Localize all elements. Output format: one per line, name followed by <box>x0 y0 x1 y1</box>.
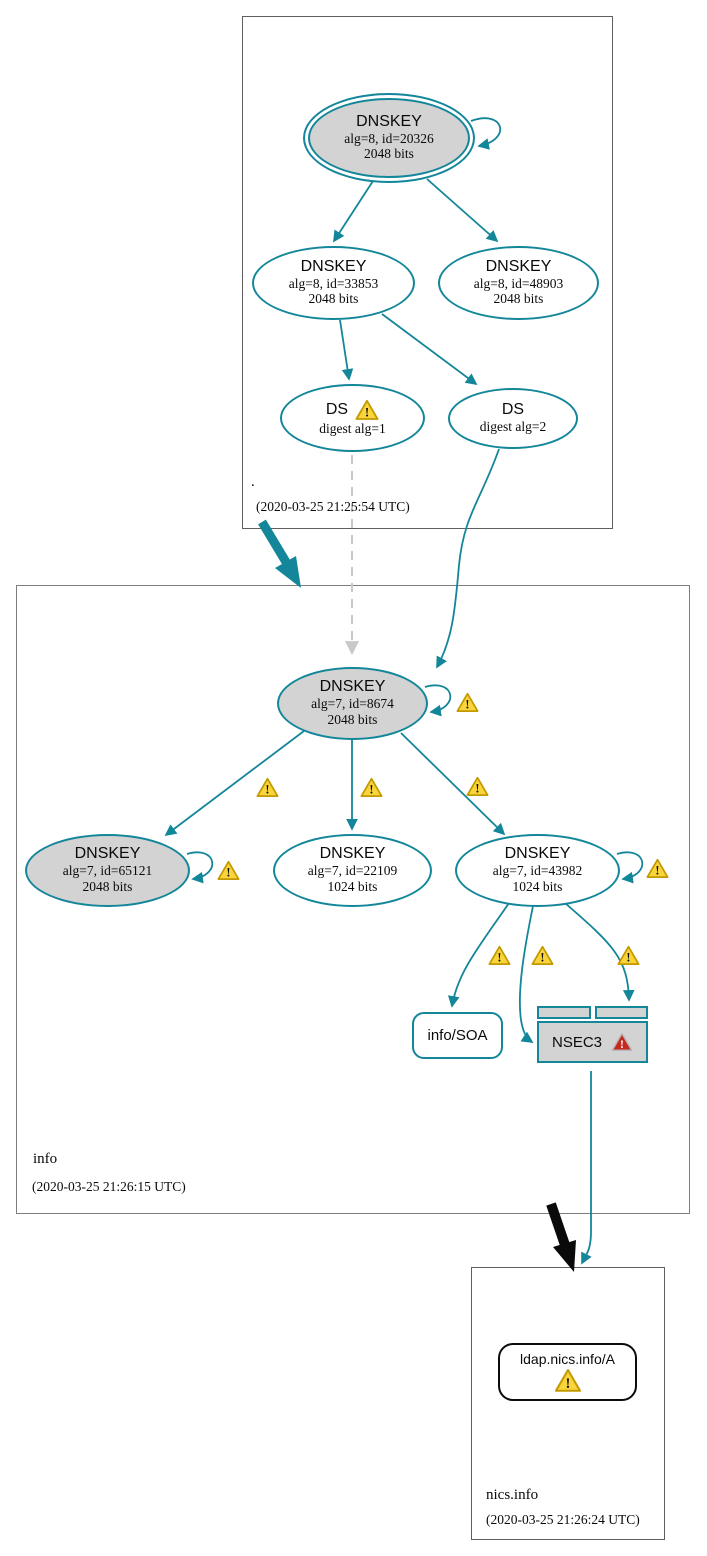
warning-icon: ! <box>217 860 240 881</box>
node-detail: 2048 bits <box>364 146 414 162</box>
node-detail: alg=8, id=48903 <box>473 275 564 291</box>
edge-root-to-info-thick <box>258 519 290 565</box>
zone-timestamp-nics-info: (2020-03-25 21:26:24 UTC) <box>486 1512 640 1527</box>
node-root-ksk-20326[interactable]: DNSKEY alg=8, id=20326 2048 bits <box>303 93 475 183</box>
node-detail: 1024 bits <box>327 878 378 894</box>
warning-icon: ! <box>256 777 279 798</box>
svg-text:!: ! <box>497 951 501 965</box>
node-title: DS <box>501 401 525 419</box>
nsec3-tab-right <box>594 1006 648 1019</box>
zone-box-root <box>242 16 613 529</box>
node-nics-ldap-a[interactable]: ldap.nics.info/A ! <box>498 1343 637 1401</box>
edge-ds2-to-info-ksk <box>436 448 500 669</box>
edge-nsec3-to-nics <box>581 1071 592 1265</box>
warning-icon: ! <box>456 692 479 713</box>
node-label: info/SOA <box>427 1027 488 1044</box>
svg-text:!: ! <box>226 866 230 880</box>
edge-8674-to-43982 <box>400 732 506 836</box>
node-title: DNSKEY <box>319 678 386 696</box>
node-detail: 2048 bits <box>82 878 133 894</box>
warning-icon: ! <box>488 945 511 966</box>
edge-43982-selfloop <box>616 851 644 884</box>
node-info-key-22109[interactable]: DNSKEY alg=7, id=22109 1024 bits <box>273 834 432 907</box>
node-detail: 2048 bits <box>493 291 544 307</box>
svg-text:!: ! <box>369 783 373 797</box>
warning-icon: ! <box>617 945 640 966</box>
node-label: ldap.nics.info/A <box>520 1351 615 1367</box>
node-detail: 2048 bits <box>327 711 378 727</box>
node-title: DS <box>325 400 349 418</box>
node-title: DNSKEY <box>504 845 571 863</box>
node-root-zsk-33853[interactable]: DNSKEY alg=8, id=33853 2048 bits <box>252 246 415 320</box>
edge-65121-selfloop <box>186 851 214 884</box>
node-title: DNSKEY <box>300 257 367 275</box>
warning-icon: ! <box>360 777 383 798</box>
error-icon: ! <box>611 1032 633 1051</box>
node-detail: alg=7, id=22109 <box>307 863 398 879</box>
node-root-ds-alg1[interactable]: DS ! digest alg=1 <box>280 384 425 452</box>
node-info-key-43982[interactable]: DNSKEY alg=7, id=43982 1024 bits <box>455 834 620 907</box>
warning-icon: ! <box>531 945 554 966</box>
zone-label-root: . <box>251 474 255 490</box>
node-info-key-65121[interactable]: DNSKEY alg=7, id=65121 2048 bits <box>25 834 190 907</box>
node-detail: 1024 bits <box>512 878 563 894</box>
svg-text:!: ! <box>626 951 630 965</box>
edge-root-ksk-selfloop <box>470 117 502 150</box>
zone-box-nics-info <box>471 1267 665 1540</box>
edge-33853-to-ds2 <box>381 313 478 386</box>
node-detail: digest alg=2 <box>479 419 547 435</box>
edge-info-to-nics-thick-head <box>553 1240 576 1272</box>
warning-icon: ! <box>646 858 669 879</box>
edge-root-ksk-to-48903 <box>426 178 499 243</box>
warning-icon: ! <box>554 1369 581 1392</box>
node-root-zsk-48903[interactable]: DNSKEY alg=8, id=48903 2048 bits <box>438 246 599 320</box>
edge-root-ksk-to-33853 <box>333 180 374 243</box>
warning-icon: ! <box>466 776 489 797</box>
node-root-ds-alg2[interactable]: DS digest alg=2 <box>448 388 578 449</box>
node-detail: alg=8, id=20326 <box>344 130 434 146</box>
node-title: DNSKEY <box>485 257 552 275</box>
edge-8674-selfloop <box>424 684 452 717</box>
node-info-nsec3[interactable]: NSEC3 ! <box>537 1006 648 1063</box>
node-title: DNSKEY <box>356 112 422 130</box>
edge-root-to-info-thick-head <box>275 556 301 588</box>
node-detail: alg=7, id=65121 <box>62 863 153 879</box>
node-title: DNSKEY <box>319 845 386 863</box>
edge-43982-to-nsec3-right <box>564 902 635 1002</box>
node-detail: digest alg=1 <box>319 421 386 437</box>
edge-info-to-nics-thick <box>546 1202 570 1247</box>
svg-text:!: ! <box>565 1376 570 1392</box>
node-title: DNSKEY <box>74 845 141 863</box>
node-label: NSEC3 <box>551 1033 603 1051</box>
node-info-ksk-8674[interactable]: DNSKEY alg=7, id=8674 2048 bits <box>277 667 428 740</box>
node-detail: alg=7, id=43982 <box>492 863 583 879</box>
edge-43982-to-nsec3-left <box>518 905 534 1043</box>
warning-icon: ! <box>355 400 379 421</box>
zone-label-nics-info: nics.info <box>486 1487 539 1503</box>
zone-timestamp-root: (2020-03-25 21:25:54 UTC) <box>256 499 410 514</box>
node-detail: alg=8, id=33853 <box>288 275 379 291</box>
node-info-soa[interactable]: info/SOA <box>412 1012 503 1059</box>
svg-text:!: ! <box>620 1037 624 1051</box>
edge-33853-to-ds1 <box>339 319 354 381</box>
edge-8674-to-65121 <box>164 730 305 837</box>
node-detail: 2048 bits <box>308 291 359 307</box>
nsec3-tab-left <box>537 1006 591 1019</box>
svg-text:!: ! <box>540 951 544 965</box>
zone-timestamp-info: (2020-03-25 21:26:15 UTC) <box>32 1179 186 1194</box>
svg-text:!: ! <box>475 782 479 796</box>
svg-text:!: ! <box>265 783 269 797</box>
svg-text:!: ! <box>655 864 659 878</box>
svg-text:!: ! <box>465 698 469 712</box>
zone-label-info: info <box>33 1151 58 1167</box>
node-detail: alg=7, id=8674 <box>311 696 394 712</box>
edge-43982-to-soa <box>447 902 510 1008</box>
svg-text:!: ! <box>365 405 369 420</box>
